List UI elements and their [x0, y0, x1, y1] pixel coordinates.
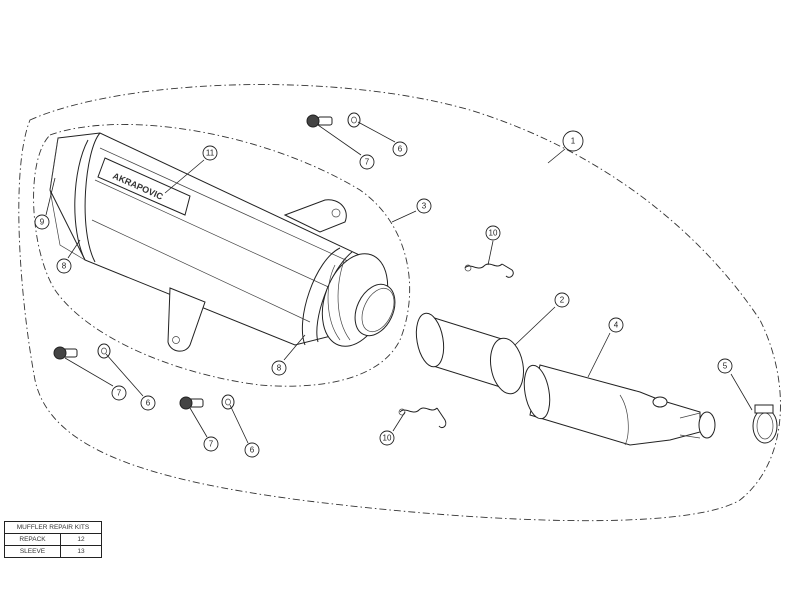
- svg-text:6: 6: [398, 145, 403, 154]
- callout-6: 6: [140, 395, 156, 411]
- bolt: [306, 114, 333, 128]
- kit-label: SLEEVE: [4, 545, 61, 558]
- bolt: [179, 396, 204, 410]
- svg-text:6: 6: [146, 399, 151, 408]
- table-row: SLEEVE 13: [4, 545, 102, 558]
- callout-9: 9: [34, 214, 50, 230]
- muffler-boundary-3: [33, 124, 411, 387]
- svg-text:7: 7: [365, 158, 370, 167]
- kit-number: 12: [60, 533, 102, 546]
- washer: [347, 112, 361, 128]
- callout-7: 7: [203, 436, 219, 452]
- svg-text:7: 7: [117, 389, 122, 398]
- callout-4: 4: [608, 317, 624, 333]
- kit-number: 13: [60, 545, 102, 558]
- callout-11: 11: [202, 145, 218, 161]
- svg-text:10: 10: [489, 229, 498, 238]
- callout-2: 2: [554, 292, 570, 308]
- svg-text:9: 9: [40, 218, 45, 227]
- clamp: [752, 404, 778, 444]
- svg-text:8: 8: [277, 364, 282, 373]
- washer: [97, 343, 111, 359]
- svg-text:10: 10: [383, 434, 392, 443]
- muffler-body: AKRAPOVIC: [49, 132, 396, 352]
- svg-text:8: 8: [62, 262, 67, 271]
- header-pipe: [523, 364, 716, 446]
- svg-text:6: 6: [250, 446, 255, 455]
- callout-7: 7: [111, 385, 127, 401]
- callout-5: 5: [717, 358, 733, 374]
- callout-10: 10: [485, 225, 501, 241]
- callout-8: 8: [271, 360, 287, 376]
- table-row: REPACK 12: [4, 533, 102, 546]
- callout-1: 1: [562, 130, 584, 152]
- svg-text:5: 5: [723, 362, 728, 371]
- assembly-boundary-1: [18, 84, 781, 522]
- repair-kits-title: MUFFLER REPAIR KITS: [4, 521, 102, 534]
- svg-text:1: 1: [571, 137, 576, 146]
- svg-text:4: 4: [614, 321, 619, 330]
- callout-3: 3: [416, 198, 432, 214]
- spring-lower: [398, 407, 447, 429]
- svg-text:7: 7: [209, 440, 214, 449]
- washer: [221, 394, 235, 410]
- repair-kits-table: MUFFLER REPAIR KITS REPACK 12 SLEEVE 13: [4, 521, 102, 558]
- link-pipe: [415, 312, 524, 395]
- svg-text:11: 11: [206, 149, 215, 158]
- leader-lines: [45, 121, 753, 444]
- callout-6: 6: [244, 442, 260, 458]
- callout-7: 7: [359, 154, 375, 170]
- callout-6: 6: [392, 141, 408, 157]
- svg-text:2: 2: [560, 296, 565, 305]
- spring-upper: [464, 263, 514, 278]
- bolt: [53, 346, 78, 360]
- kit-label: REPACK: [4, 533, 61, 546]
- callout-8: 8: [56, 258, 72, 274]
- svg-text:3: 3: [422, 202, 427, 211]
- callout-10: 10: [379, 430, 395, 446]
